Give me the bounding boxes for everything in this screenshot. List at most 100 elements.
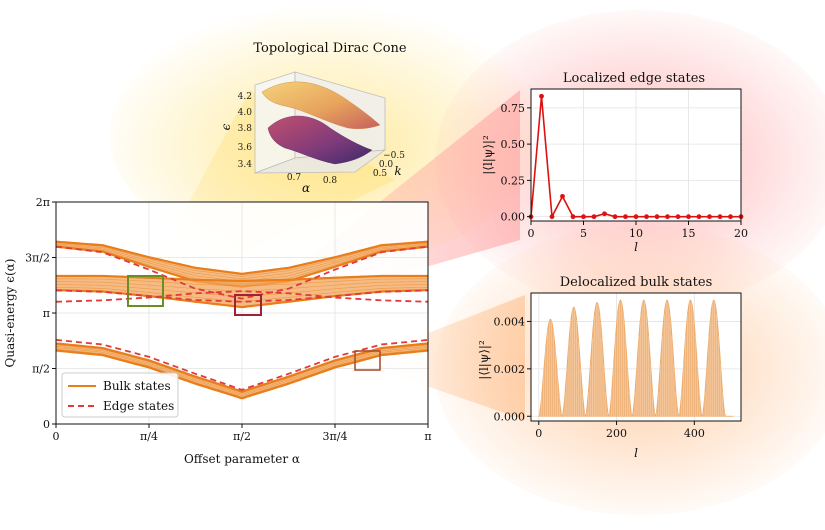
bulk-band-line-2 bbox=[55, 348, 429, 398]
bulk-ylabel: |⟨l|ψ⟩|² bbox=[477, 340, 491, 380]
edge-point bbox=[686, 214, 691, 220]
bulk-xtick-label: 200 bbox=[606, 427, 627, 440]
edge-curve-3 bbox=[55, 245, 429, 300]
bulk-ytick-label: 0.004 bbox=[494, 315, 526, 328]
main-xtick-label: 0 bbox=[53, 430, 60, 443]
bulk-frame bbox=[530, 292, 742, 422]
edge-point bbox=[602, 211, 607, 217]
cone-xtick-label: 0.8 bbox=[323, 176, 338, 186]
cone-xtick-label: 0.7 bbox=[287, 173, 302, 183]
edge-point bbox=[581, 214, 586, 220]
bulk-ytick-label: 0.002 bbox=[494, 363, 526, 376]
cone-zlabel: ϵ bbox=[219, 123, 233, 130]
cone-ztick-label: 4.0 bbox=[238, 108, 253, 118]
cone-ytick-label: 0.5 bbox=[373, 169, 388, 179]
cone-ytick-label: 0.0 bbox=[379, 160, 394, 170]
bulk-band-0 bbox=[56, 241, 428, 287]
edge-title: Localized edge states bbox=[563, 71, 705, 86]
bulk-states-chart: Delocalized bulk states 0 200 400 0.000 0.00… bbox=[477, 275, 742, 460]
edge-series bbox=[528, 93, 744, 220]
edge-point bbox=[623, 214, 628, 220]
main-ylabel: Quasi-energy ϵ(α) bbox=[3, 259, 17, 368]
cone-ytick-label: −0.5 bbox=[383, 151, 405, 161]
cone-xlabel: α bbox=[302, 181, 310, 195]
bulk-ytick-label: 0.000 bbox=[494, 410, 526, 423]
bulk-band-line-0 bbox=[55, 242, 429, 277]
edge-ytick-label: 0.50 bbox=[501, 138, 526, 151]
bulk-band-upper-edge-0 bbox=[55, 240, 429, 275]
bulk-band-line-1 bbox=[55, 286, 429, 303]
legend-label-bulk: Bulk states bbox=[103, 379, 171, 393]
edge-point bbox=[654, 214, 660, 220]
bulk-xtick-label: 0 bbox=[535, 427, 542, 440]
edge-curve-4 bbox=[55, 289, 429, 303]
edge-ylabel: |⟨l|ψ⟩|² bbox=[481, 135, 495, 175]
main-edge-curves bbox=[55, 245, 429, 391]
bulk-ticks: 0 200 400 0.000 0.002 0.004 bbox=[494, 315, 705, 440]
main-ytick-label: 3π/2 bbox=[25, 251, 50, 264]
bulk-xtick-label: 400 bbox=[684, 427, 705, 440]
edge-point bbox=[644, 214, 649, 220]
edge-ytick-label: 0.25 bbox=[501, 174, 526, 187]
cone-ztick-label: 4.2 bbox=[238, 92, 252, 102]
edge-xlabel: l bbox=[634, 240, 638, 254]
edge-point bbox=[549, 214, 555, 220]
main-xlabel: Offset parameter α bbox=[184, 452, 300, 466]
main-ytick-label: π/2 bbox=[32, 362, 50, 375]
zoom-box-bulk bbox=[354, 350, 381, 371]
dirac-cone-chart: Topological Dirac Cone 3.43.63.84.04.20.… bbox=[219, 41, 407, 195]
main-xtick-label: 3π/4 bbox=[323, 430, 348, 443]
bulk-band-line-1 bbox=[55, 278, 429, 287]
bulk-band-2 bbox=[56, 343, 428, 399]
edge-point bbox=[665, 214, 670, 220]
bulk-xlabel: l bbox=[634, 446, 638, 460]
edge-xtick-label: 0 bbox=[528, 227, 535, 240]
edge-point bbox=[728, 214, 733, 220]
edge-xtick-label: 5 bbox=[580, 227, 587, 240]
zoom-box-cone bbox=[127, 275, 164, 307]
edge-point bbox=[696, 214, 702, 220]
edge-point bbox=[717, 214, 723, 220]
edge-point bbox=[570, 214, 576, 220]
main-ytick-label: 2π bbox=[36, 196, 50, 209]
edge-point bbox=[612, 214, 618, 220]
bulk-series bbox=[538, 299, 734, 418]
edge-curve-6 bbox=[55, 339, 429, 391]
edge-ytick-label: 0.00 bbox=[501, 211, 526, 224]
edge-point bbox=[707, 214, 712, 220]
cone-ztick-label: 3.8 bbox=[238, 124, 253, 134]
edge-xtick-label: 10 bbox=[629, 227, 643, 240]
bulk-title: Delocalized bulk states bbox=[560, 275, 713, 290]
edge-point bbox=[633, 214, 639, 220]
bulk-band-line-1 bbox=[55, 281, 429, 292]
bulk-band-line-2 bbox=[55, 344, 429, 394]
bulk-band-line-1 bbox=[55, 284, 429, 297]
bulk-band-upper-edge-2 bbox=[55, 342, 429, 393]
bulk-band-line-0 bbox=[55, 243, 429, 280]
edge-curve-5 bbox=[55, 290, 429, 303]
bulk-band-line-2 bbox=[55, 345, 429, 395]
cone-title: Topological Dirac Cone bbox=[253, 41, 407, 56]
cone-ylabel: k bbox=[394, 164, 401, 178]
bulk-band-lower-edge-2 bbox=[55, 349, 429, 400]
edge-grid bbox=[530, 89, 742, 221]
edge-ytick-label: 0.75 bbox=[501, 102, 526, 115]
bulk-envelope bbox=[538, 299, 734, 418]
main-xtick-label: π/2 bbox=[233, 430, 251, 443]
edge-point bbox=[539, 93, 544, 99]
main-xtick-label: π/4 bbox=[140, 430, 158, 443]
edge-point bbox=[591, 214, 597, 220]
cone-ztick-label: 3.6 bbox=[238, 143, 253, 153]
beam-bulk bbox=[380, 295, 525, 420]
main-legend: Bulk states Edge states bbox=[61, 372, 179, 418]
edge-xtick-label: 20 bbox=[734, 227, 748, 240]
bulk-band-upper-edge-1 bbox=[56, 274, 428, 283]
main-ytick-label: 0 bbox=[43, 418, 50, 431]
bulk-band-line-2 bbox=[55, 347, 429, 396]
